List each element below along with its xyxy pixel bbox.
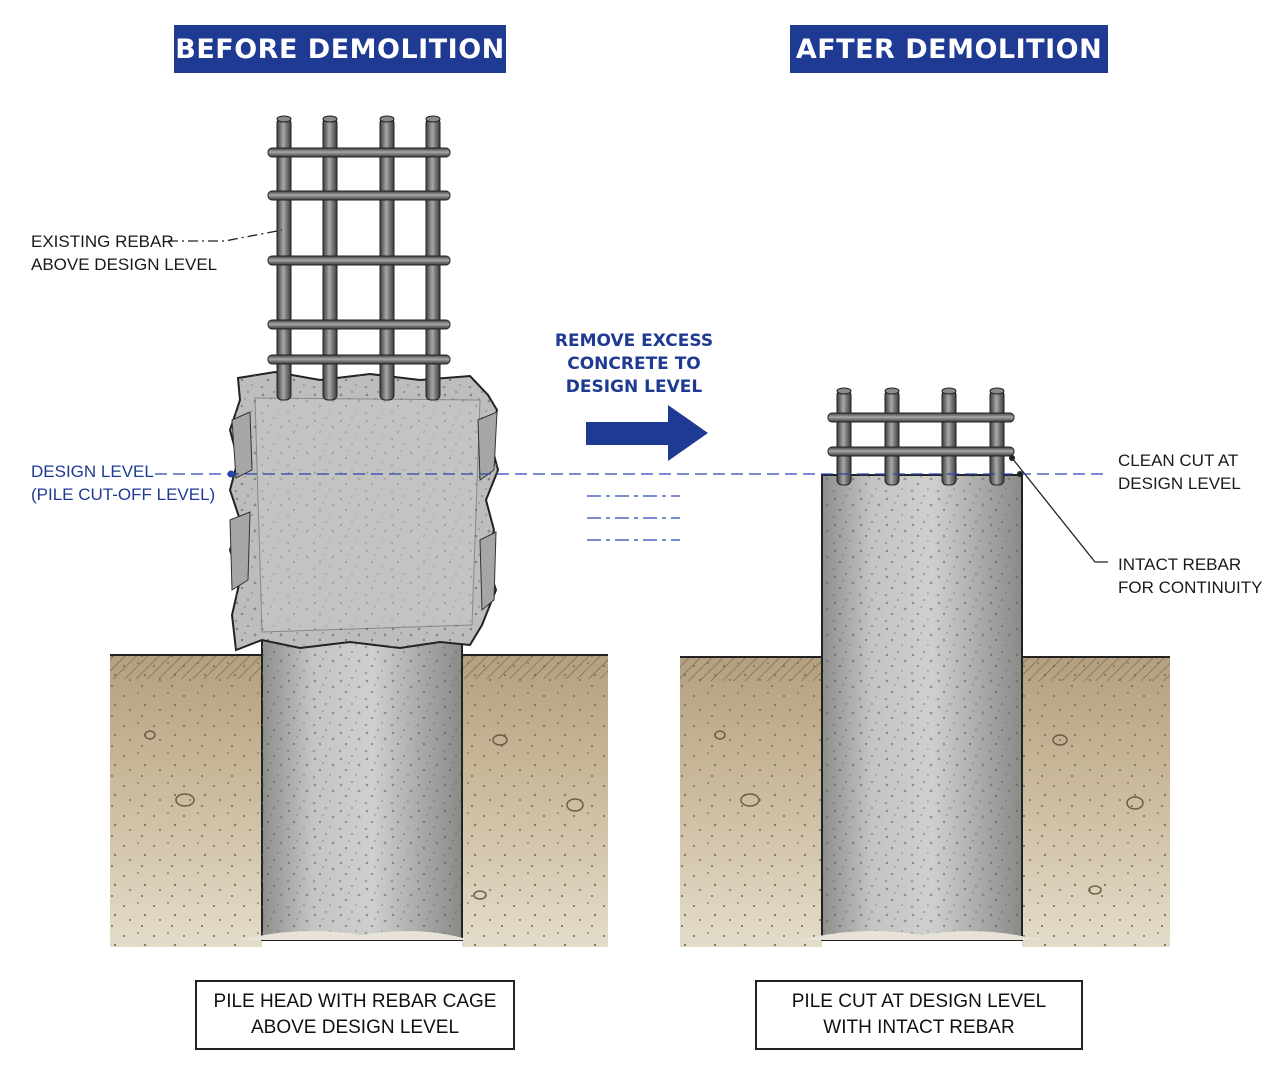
- ground-hatch-left: [110, 655, 262, 679]
- rebar-cage-after: [827, 387, 1015, 486]
- intact-rebar-line-1: INTACT REBAR: [1118, 555, 1242, 574]
- clean-cut-label: CLEAN CUT AT DESIGN LEVEL: [1118, 449, 1241, 495]
- existing-rebar-line-1: EXISTING REBAR: [31, 232, 174, 251]
- before-caption-line-2: ABOVE DESIGN LEVEL: [250, 1017, 460, 1038]
- intact-rebar-line-2: FOR CONTINUITY: [1118, 578, 1263, 597]
- after-caption-line-2: WITH INTACT REBAR: [823, 1017, 1015, 1038]
- design-level-line-2: (PILE CUT-OFF LEVEL): [31, 485, 216, 504]
- existing-rebar-label: EXISTING REBAR ABOVE DESIGN LEVEL: [31, 230, 217, 276]
- after-demolition-banner: AFTER DEMOLITION: [790, 25, 1108, 73]
- rebar-cage-before: [267, 115, 451, 401]
- transition-arrow: [586, 405, 708, 461]
- clean-cut-line-1: CLEAN CUT AT: [1118, 451, 1239, 470]
- after-caption: PILE CUT AT DESIGN LEVEL WITH INTACT REB…: [755, 980, 1083, 1050]
- before-caption-line-1: PILE HEAD WITH REBAR CAGE: [213, 991, 497, 1012]
- remove-excess-line-3: DESIGN LEVEL: [565, 377, 703, 397]
- remove-excess-line-2: CONCRETE TO: [567, 354, 701, 374]
- after-panel: [680, 387, 1170, 947]
- ground-hatch-left-b: [462, 655, 608, 679]
- existing-rebar-line-2: ABOVE DESIGN LEVEL: [31, 255, 218, 274]
- before-caption: PILE HEAD WITH REBAR CAGE ABOVE DESIGN L…: [195, 980, 515, 1050]
- remove-excess-line-1: REMOVE EXCESS: [554, 331, 714, 351]
- motion-lines: [587, 495, 680, 541]
- design-level-line-1: DESIGN LEVEL: [31, 462, 154, 481]
- before-demolition-banner: BEFORE DEMOLITION: [174, 25, 506, 73]
- clean-cut-line-2: DESIGN LEVEL: [1118, 474, 1241, 493]
- after-caption-line-1: PILE CUT AT DESIGN LEVEL: [791, 991, 1047, 1012]
- before-panel: [110, 115, 608, 947]
- design-level-label: DESIGN LEVEL (PILE CUT-OFF LEVEL): [31, 460, 215, 506]
- remove-excess-callout: REMOVE EXCESS CONCRETE TO DESIGN LEVEL: [548, 330, 720, 399]
- intact-rebar-label: INTACT REBAR FOR CONTINUITY: [1118, 553, 1263, 599]
